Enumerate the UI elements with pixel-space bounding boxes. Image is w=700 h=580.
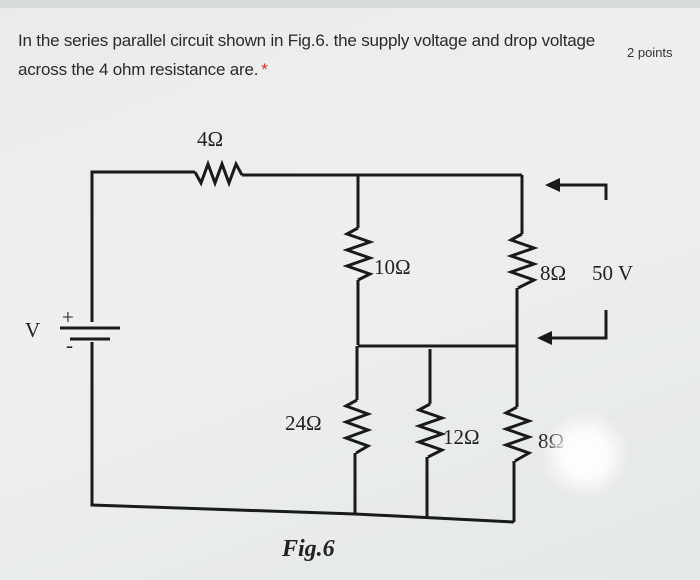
battery-plus: + [62, 305, 74, 329]
label-8ohm-top: 8Ω [540, 261, 566, 285]
resistor-12ohm [414, 402, 447, 459]
resistor-24ohm [341, 398, 373, 455]
top-strip [0, 0, 700, 8]
label-4ohm: 4Ω [197, 127, 223, 151]
required-marker: * [261, 60, 268, 79]
resistor-4ohm [193, 159, 244, 188]
figure-caption: Fig.6 [281, 536, 335, 562]
voltage-bracket-top [552, 183, 608, 200]
wire-left-top [90, 170, 195, 322]
question-text: In the series parallel circuit shown in … [18, 26, 598, 84]
voltage-bracket-bottom [545, 310, 608, 340]
label-10ohm: 10Ω [374, 255, 411, 279]
resistor-8ohm-bottom [501, 405, 534, 463]
supply-label: V [25, 318, 40, 342]
label-12ohm: 12Ω [443, 425, 480, 449]
arrow-head-top-icon [545, 178, 560, 192]
screen-glare [540, 410, 630, 500]
arrow-head-bottom-icon [537, 331, 552, 345]
label-50v: 50 V [592, 261, 633, 285]
resistor-10ohm [342, 226, 375, 282]
battery-minus: - [66, 333, 73, 357]
label-24ohm: 24Ω [285, 411, 322, 435]
points-label: 2 points [627, 45, 673, 60]
resistor-8ohm-top [506, 232, 539, 290]
wire-bottom [90, 342, 515, 524]
question-title: In the series parallel circuit shown in … [18, 31, 596, 79]
